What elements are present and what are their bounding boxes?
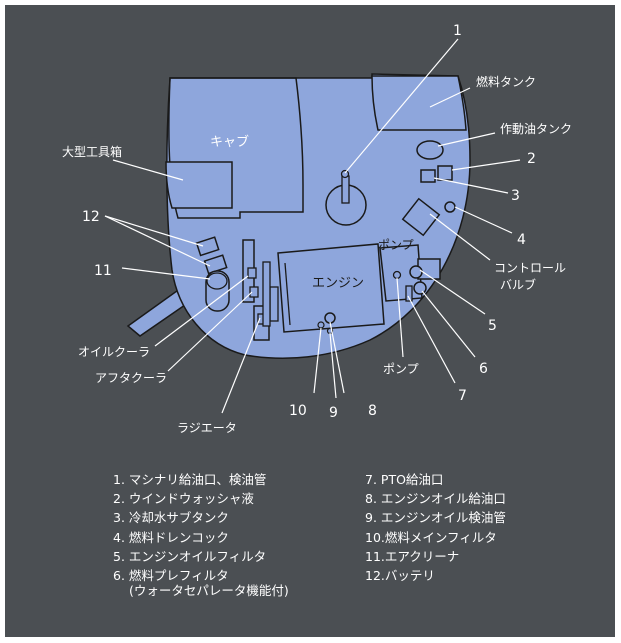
legend-item: 11.エアクリーナ bbox=[365, 548, 460, 564]
legend-item-subtext: (ウォータセパレータ機能付) bbox=[129, 583, 289, 599]
label-control-valve-2: バルブ bbox=[500, 277, 536, 292]
aftercooler-port bbox=[249, 286, 259, 298]
label-pump-top: ポンプ bbox=[378, 238, 414, 252]
pto-tube-shape bbox=[405, 285, 413, 302]
label-cab: キャブ bbox=[210, 134, 249, 150]
machinery-filler-pipe bbox=[341, 175, 350, 204]
label-pump-bottom: ポンプ bbox=[383, 362, 419, 376]
legend-item: 10.燃料メインフィルタ bbox=[365, 529, 497, 545]
callout-11: 11 bbox=[94, 263, 112, 279]
diagram-labels: キャブ エンジン ポンプ ポンプ 大型工具箱 燃料タンク 作動油タンク コントロ… bbox=[62, 74, 572, 435]
legend-item: 2. ウインドウォッシャ液 bbox=[113, 491, 254, 507]
label-radiator: ラジエータ bbox=[177, 421, 237, 435]
engine-oil-filler-shape bbox=[324, 312, 336, 324]
oil-cooler-port bbox=[247, 267, 257, 279]
legend-right: 7. PTO給油口 8. エンジンオイル給油口 9. エンジンオイル検油管 10… bbox=[365, 470, 506, 585]
cab-outline bbox=[168, 77, 304, 219]
fan-shape bbox=[269, 286, 279, 322]
leader-lines bbox=[104, 38, 521, 414]
coolant-subtank-shape bbox=[420, 169, 436, 183]
label-engine: エンジン bbox=[312, 276, 364, 291]
legend-item: 7. PTO給油口 bbox=[365, 472, 444, 487]
callout-4: 4 bbox=[517, 232, 526, 248]
fuel-prefilter-shape bbox=[413, 281, 427, 295]
callout-3: 3 bbox=[511, 188, 520, 204]
fuel-tank-shape bbox=[371, 75, 467, 131]
machinery-filler-cap bbox=[340, 169, 350, 179]
engine-shape bbox=[277, 243, 385, 333]
fuel-drain-cock-shape bbox=[444, 201, 456, 213]
legend-item: 6. 燃料プレフィルタ bbox=[113, 568, 229, 584]
battery-1-shape bbox=[195, 236, 220, 257]
control-valve-shape bbox=[401, 197, 441, 237]
legend-item: 12.バッテリ bbox=[365, 568, 435, 584]
legend-item: 3. 冷却水サブタンク bbox=[113, 510, 229, 526]
engine-inner-line bbox=[284, 262, 291, 326]
callout-6: 6 bbox=[479, 361, 488, 377]
legend-left: 1. マシナリ給油口、検油管 2. ウインドウォッシャ液 3. 冷却水サブタンク… bbox=[113, 470, 289, 600]
callout-8: 8 bbox=[368, 403, 377, 419]
label-aftercooler: アフタクーラ bbox=[95, 371, 167, 385]
callout-2: 2 bbox=[527, 151, 536, 167]
callout-1: 1 bbox=[453, 23, 462, 39]
label-control-valve-1: コントロール bbox=[494, 261, 566, 275]
label-hydraulic-tank: 作動油タンク bbox=[500, 122, 572, 136]
callout-numbers: 1 2 3 4 5 6 7 8 9 10 11 12 bbox=[82, 23, 536, 421]
callout-9: 9 bbox=[329, 405, 338, 421]
legend-item: 4. 燃料ドレンコック bbox=[113, 529, 229, 545]
callout-7: 7 bbox=[458, 388, 467, 404]
air-cleaner-cap bbox=[206, 272, 228, 290]
callout-12: 12 bbox=[82, 209, 100, 225]
callout-5: 5 bbox=[488, 318, 497, 334]
engine-oil-filter-shape bbox=[409, 265, 423, 279]
legend-item: 5. エンジンオイルフィルタ bbox=[113, 548, 267, 564]
legend-item: 9. エンジンオイル検油管 bbox=[365, 510, 506, 526]
toolbox-shape bbox=[165, 161, 233, 209]
label-toolbox: 大型工具箱 bbox=[62, 144, 122, 159]
label-fuel-tank: 燃料タンク bbox=[476, 74, 536, 89]
legend-item: 8. エンジンオイル給油口 bbox=[365, 491, 506, 507]
main-fuel-filter-shape bbox=[317, 321, 325, 329]
label-oil-cooler: オイルクーラ bbox=[78, 345, 150, 359]
fan-shroud bbox=[262, 261, 271, 327]
legend-item: 1. マシナリ給油口、検油管 bbox=[113, 472, 267, 487]
washer-tank-shape bbox=[437, 165, 453, 181]
hydraulic-tank-shape bbox=[416, 140, 444, 160]
pto-filler-shape bbox=[392, 270, 402, 280]
callout-10: 10 bbox=[289, 403, 307, 419]
